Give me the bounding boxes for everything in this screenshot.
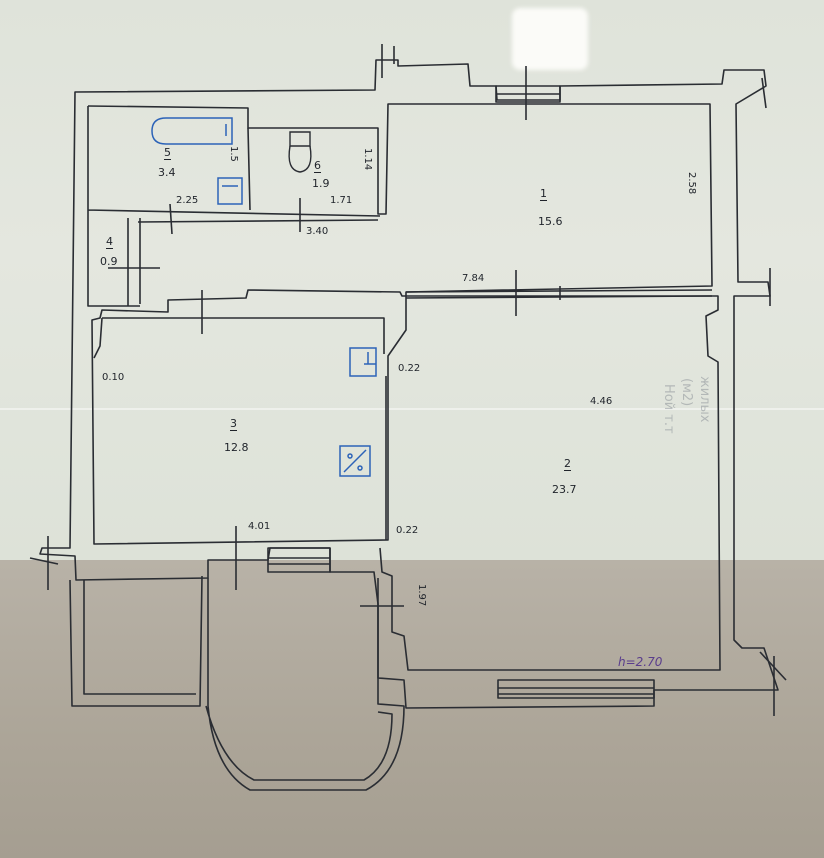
room-6-area: 1.9 — [312, 177, 330, 190]
room-5-area: 3.4 — [158, 166, 176, 179]
toilet-icon — [288, 131, 312, 173]
room-3-area: 12.8 — [224, 441, 249, 454]
paper-upper — [0, 0, 824, 560]
fixtures — [151, 117, 377, 477]
dim-2-58: 2.58 — [686, 172, 697, 195]
light-glare — [512, 8, 588, 70]
window-room2 — [497, 679, 655, 699]
bathtub-icon — [151, 117, 233, 145]
paper-lower-shadow — [0, 560, 824, 858]
dim-7-84: 7.84 — [462, 273, 485, 284]
room-4-area: 0.9 — [100, 255, 118, 268]
room-5-number: 5 — [164, 146, 171, 160]
dim-0-22-top: 0.22 — [398, 363, 421, 374]
wall-lines — [29, 44, 787, 791]
dim-1-5: 1.5 — [228, 146, 239, 162]
window-balcony — [267, 547, 331, 573]
dim-line-784 — [405, 289, 713, 293]
balcony-walls — [69, 575, 405, 791]
room-3-number: 3 — [230, 417, 237, 431]
electric-panel-icon — [339, 445, 371, 477]
dim-2-25: 2.25 — [176, 195, 199, 206]
paper-fold-line — [0, 408, 824, 410]
dim-1-97: 1.97 — [416, 584, 427, 607]
room-1-area: 15.6 — [538, 215, 563, 228]
dim-3-40: 3.40 — [306, 226, 329, 237]
stove-icon — [349, 347, 377, 377]
outer-wall — [39, 59, 779, 709]
room-4-number: 4 — [106, 235, 113, 249]
dim-1-71: 1.71 — [330, 195, 353, 206]
room3-walls — [93, 317, 387, 540]
room-2-number: 2 — [564, 457, 571, 471]
room-6-number: 6 — [314, 159, 321, 173]
room-2-area: 23.7 — [552, 483, 577, 496]
bathroom-walls — [87, 106, 381, 307]
dim-4-01: 4.01 — [248, 521, 271, 532]
dim-0-10: 0.10 — [102, 372, 125, 383]
dim-0-22-bottom: 0.22 — [396, 525, 419, 536]
inner-wall — [87, 103, 721, 671]
sink-icon — [217, 177, 243, 205]
dim-4-46: 4.46 — [590, 396, 613, 407]
dim-1-14: 1.14 — [362, 148, 373, 171]
room-1-number: 1 — [540, 187, 547, 201]
ceiling-height-note: h=2.70 — [618, 655, 663, 669]
